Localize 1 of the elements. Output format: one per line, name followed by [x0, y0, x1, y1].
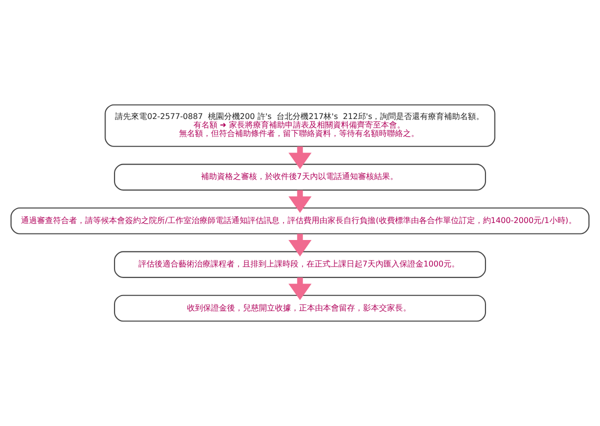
arrow [288, 146, 312, 170]
